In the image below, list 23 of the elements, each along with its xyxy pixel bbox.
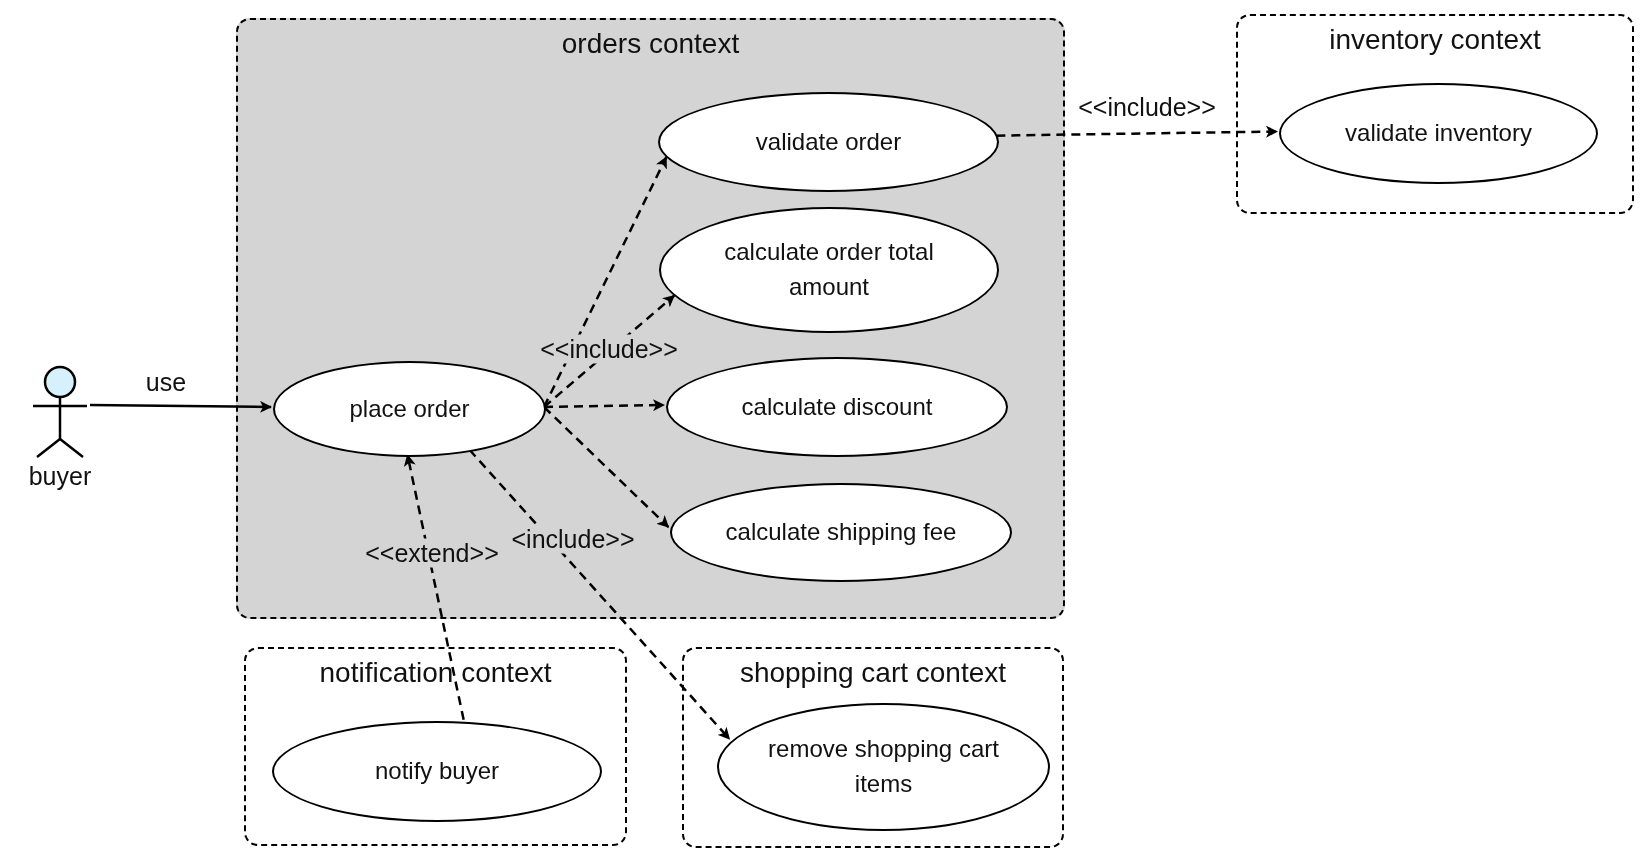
use-case-ellipse: calculate discount bbox=[666, 357, 1008, 457]
context-boundary bbox=[682, 647, 1064, 848]
arrow bbox=[543, 294, 676, 408]
context-boundary bbox=[1236, 14, 1634, 214]
context-title: orders context bbox=[560, 28, 741, 60]
arrow bbox=[996, 125, 1278, 138]
use-case-ellipse: calculate order total amount bbox=[659, 207, 999, 333]
arrow bbox=[90, 400, 272, 413]
arrow bbox=[543, 399, 665, 412]
context-title: inventory context bbox=[1328, 24, 1542, 56]
context-boundary bbox=[244, 647, 627, 846]
arrow bbox=[543, 406, 670, 528]
use-case-ellipse: remove shopping cart items bbox=[717, 703, 1050, 831]
use-case-ellipse: place order bbox=[273, 361, 546, 457]
context-title: notification context bbox=[318, 657, 553, 689]
use-case-ellipse: validate order bbox=[658, 92, 999, 192]
context-boundary bbox=[236, 18, 1065, 619]
context-title: shopping cart context bbox=[738, 657, 1008, 689]
use-case-ellipse: notify buyer bbox=[272, 721, 602, 822]
actor-name: buyer bbox=[28, 462, 92, 491]
arrow bbox=[403, 454, 465, 721]
use-case-ellipse: calculate shipping fee bbox=[670, 483, 1012, 582]
use-case-ellipse: validate inventory bbox=[1279, 83, 1598, 184]
